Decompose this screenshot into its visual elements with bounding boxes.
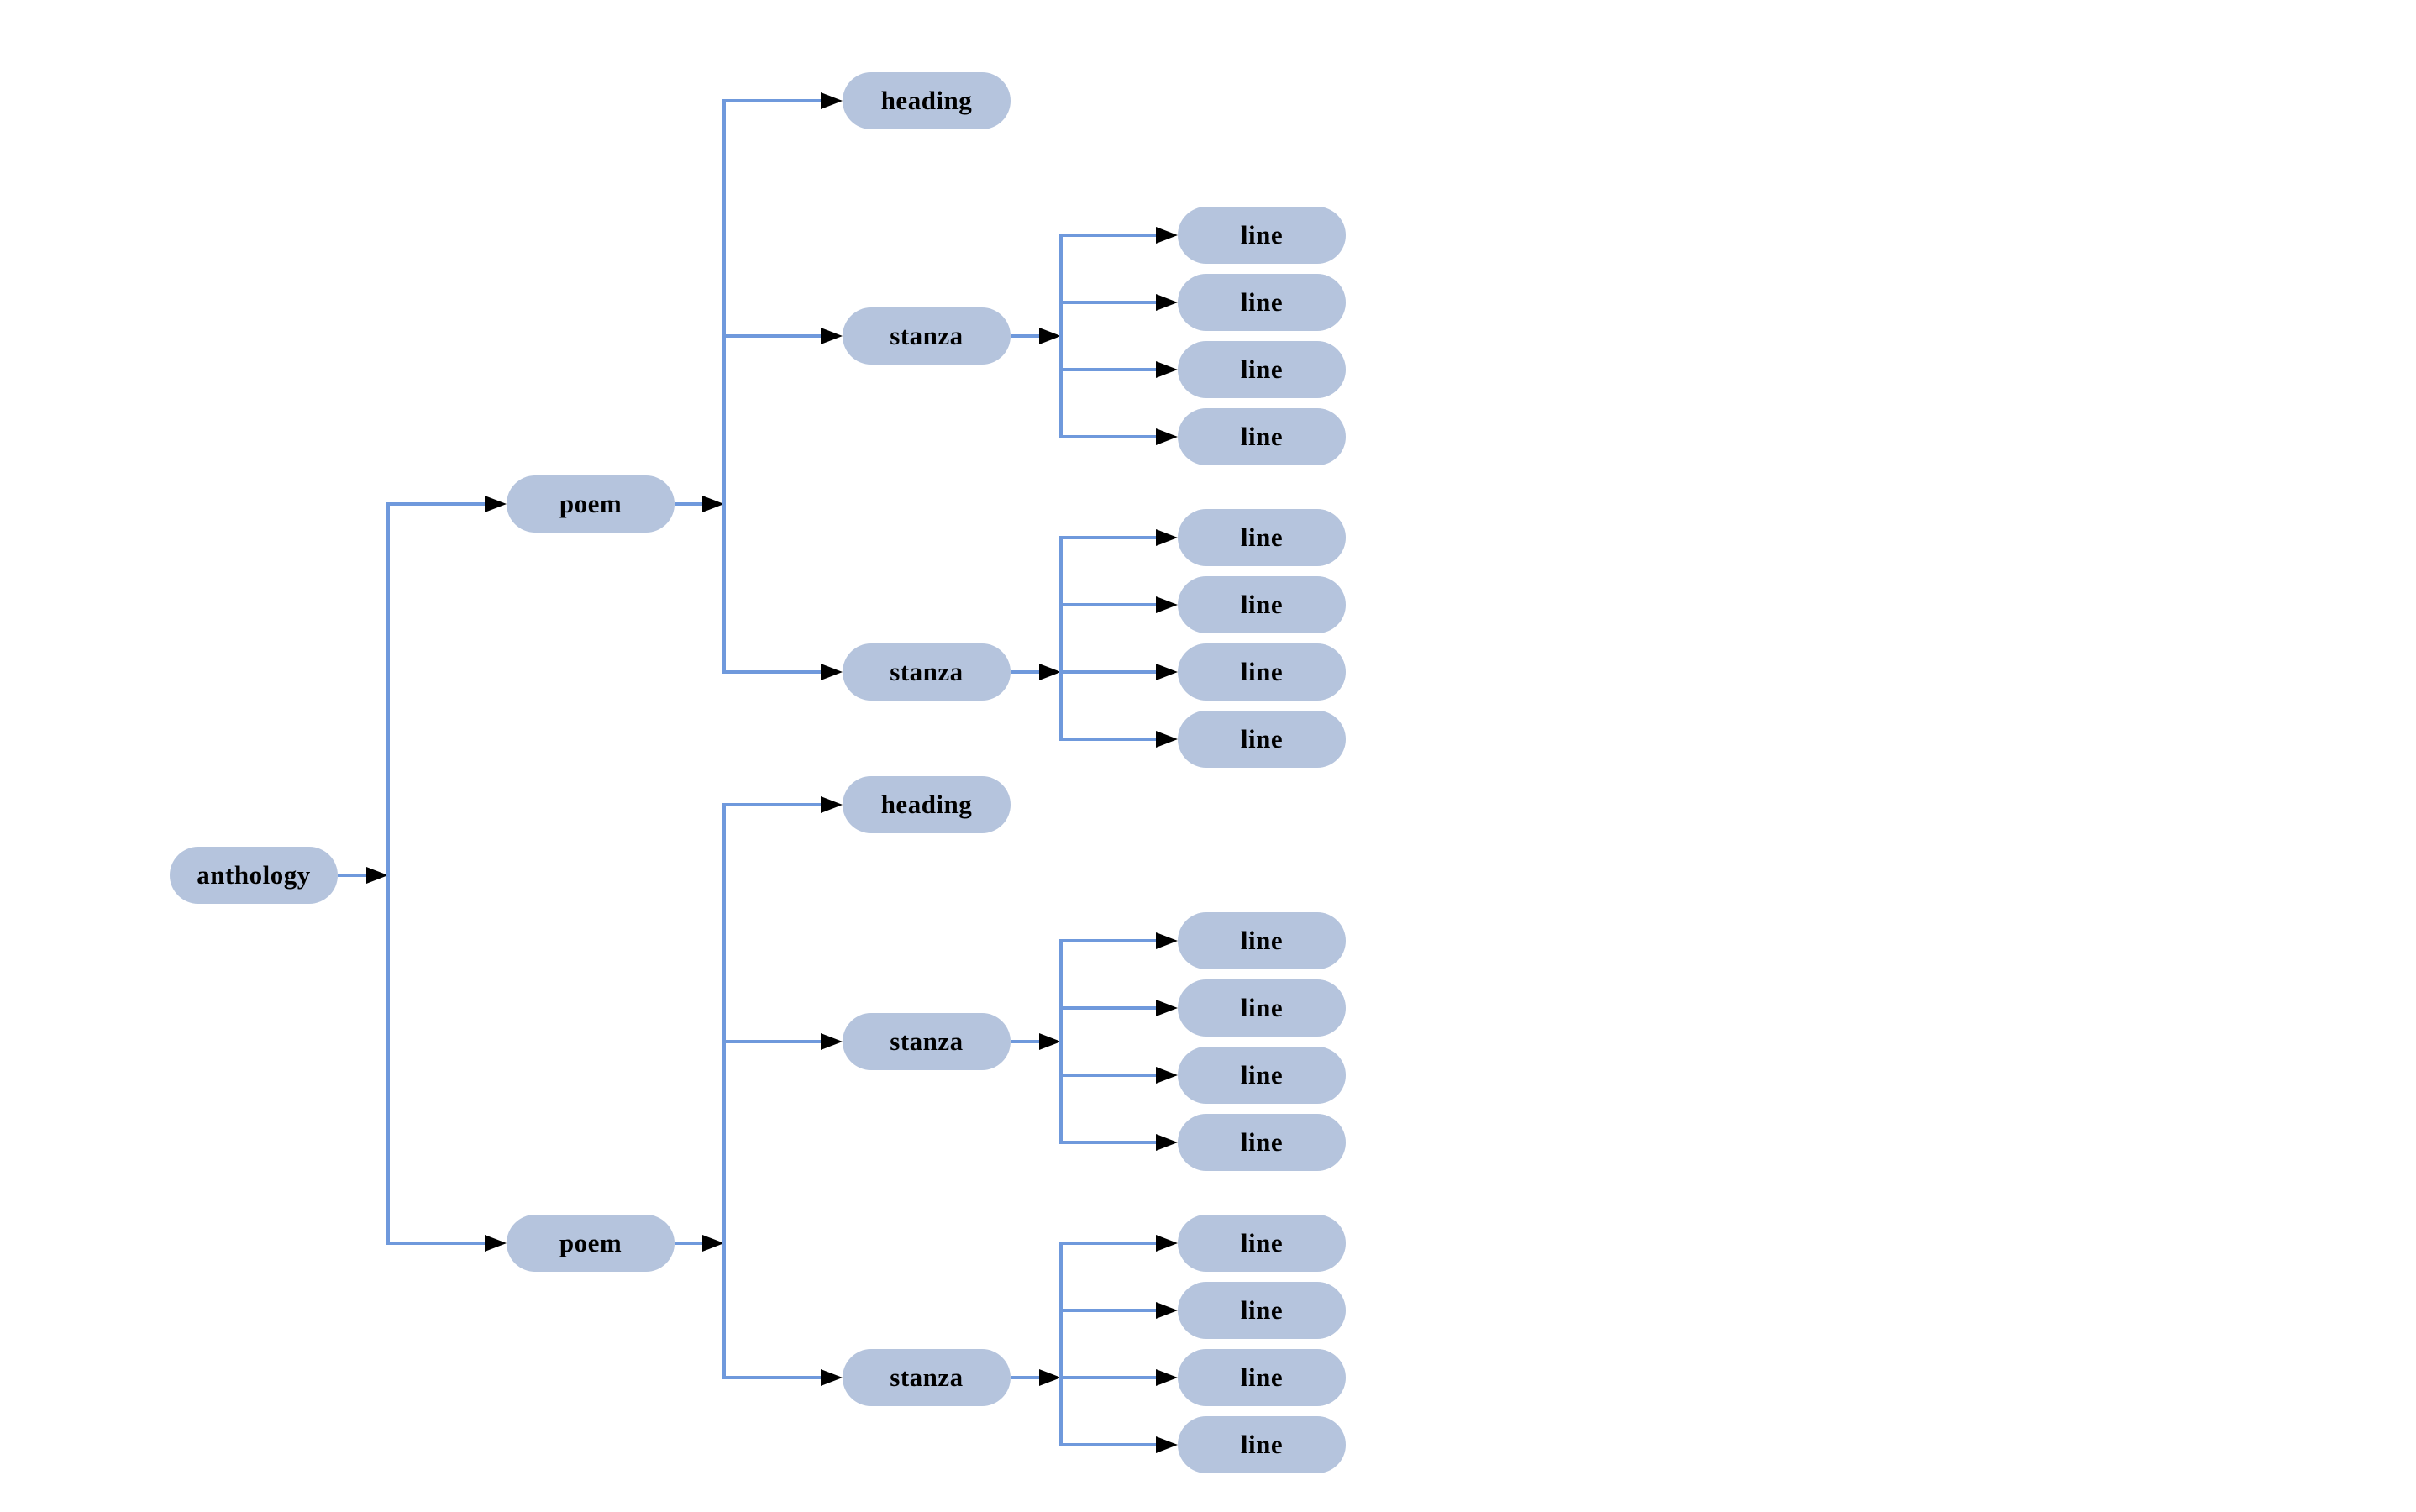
tree-node-heading2: heading	[843, 776, 1011, 833]
edge-arrowhead-icon	[1039, 1369, 1061, 1386]
edge-arrowhead-icon	[1156, 596, 1178, 613]
edge-line	[1059, 1006, 1156, 1010]
edge-line	[1059, 536, 1156, 539]
edge-line	[1059, 234, 1063, 438]
edge-arrowhead-icon	[1156, 529, 1178, 546]
tree-node-anthology: anthology	[170, 847, 338, 904]
edge-line	[1059, 1309, 1156, 1312]
tree-node-lineA4: line	[1178, 408, 1346, 465]
edge-arrowhead-icon	[1039, 664, 1061, 680]
tree-node-heading1: heading	[843, 72, 1011, 129]
edge-line	[1011, 334, 1039, 338]
edge-line	[1059, 1074, 1156, 1077]
edge-arrowhead-icon	[1156, 361, 1178, 378]
edge-arrowhead-icon	[821, 664, 843, 680]
edge-arrowhead-icon	[1039, 1033, 1061, 1050]
edge-line	[722, 803, 821, 806]
edge-arrowhead-icon	[821, 1369, 843, 1386]
edge-arrowhead-icon	[1156, 932, 1178, 949]
edge-line	[1011, 1040, 1039, 1043]
edge-arrowhead-icon	[366, 867, 388, 884]
edge-arrowhead-icon	[1156, 1000, 1178, 1016]
tree-node-lineA1: line	[1178, 207, 1346, 264]
tree-node-stanza2: stanza	[843, 643, 1011, 701]
edge-line	[1059, 1443, 1156, 1446]
edge-line	[722, 1040, 821, 1043]
edge-arrowhead-icon	[1156, 1369, 1178, 1386]
tree-node-stanza3: stanza	[843, 1013, 1011, 1070]
edge-line	[1059, 1242, 1063, 1446]
edge-line	[338, 874, 366, 877]
edge-line	[1059, 939, 1156, 942]
edge-arrowhead-icon	[1039, 328, 1061, 344]
edge-arrowhead-icon	[1156, 428, 1178, 445]
edge-line	[675, 1242, 702, 1245]
edge-line	[722, 1376, 821, 1379]
edge-arrowhead-icon	[821, 1033, 843, 1050]
edge-line	[386, 1242, 485, 1245]
edge-line	[722, 99, 821, 102]
edge-arrowhead-icon	[1156, 227, 1178, 244]
edge-line	[1059, 1242, 1156, 1245]
edge-line	[1059, 1376, 1156, 1379]
tree-node-lineC2: line	[1178, 979, 1346, 1037]
edge-arrowhead-icon	[821, 328, 843, 344]
tree-node-lineD4: line	[1178, 1416, 1346, 1473]
edge-arrowhead-icon	[1156, 1302, 1178, 1319]
edge-line	[1059, 670, 1156, 674]
tree-node-lineC4: line	[1178, 1114, 1346, 1171]
edge-line	[1059, 435, 1156, 438]
edge-line	[1059, 301, 1156, 304]
edge-arrowhead-icon	[1156, 1067, 1178, 1084]
edge-arrowhead-icon	[1156, 1436, 1178, 1453]
edge-line	[722, 99, 726, 674]
edge-arrowhead-icon	[485, 496, 507, 512]
edge-line	[722, 334, 821, 338]
edge-line	[1059, 536, 1063, 741]
tree-node-stanza4: stanza	[843, 1349, 1011, 1406]
tree-node-lineA2: line	[1178, 274, 1346, 331]
tree-node-lineD3: line	[1178, 1349, 1346, 1406]
tree-node-lineD2: line	[1178, 1282, 1346, 1339]
tree-node-lineB2: line	[1178, 576, 1346, 633]
tree-node-poem2: poem	[507, 1215, 675, 1272]
edge-arrowhead-icon	[1156, 664, 1178, 680]
tree-node-lineA3: line	[1178, 341, 1346, 398]
edge-line	[1059, 939, 1063, 1144]
tree-node-lineB4: line	[1178, 711, 1346, 768]
edge-line	[1011, 670, 1039, 674]
edge-arrowhead-icon	[1156, 294, 1178, 311]
edge-line	[1059, 368, 1156, 371]
edge-arrowhead-icon	[1156, 1134, 1178, 1151]
edge-line	[1059, 234, 1156, 237]
tree-node-lineC3: line	[1178, 1047, 1346, 1104]
edge-line	[1059, 603, 1156, 606]
edge-arrowhead-icon	[821, 92, 843, 109]
edge-line	[722, 803, 726, 1379]
tree-node-lineB3: line	[1178, 643, 1346, 701]
edge-arrowhead-icon	[821, 796, 843, 813]
tree-node-stanza1: stanza	[843, 307, 1011, 365]
edge-line	[1011, 1376, 1039, 1379]
tree-node-poem1: poem	[507, 475, 675, 533]
tree-node-lineB1: line	[1178, 509, 1346, 566]
edge-line	[722, 670, 821, 674]
tree-node-lineD1: line	[1178, 1215, 1346, 1272]
edge-line	[386, 502, 390, 1245]
edge-arrowhead-icon	[702, 1235, 724, 1252]
edge-line	[675, 502, 702, 506]
edge-line	[386, 502, 485, 506]
edge-line	[1059, 1141, 1156, 1144]
edge-arrowhead-icon	[1156, 731, 1178, 748]
tree-node-lineC1: line	[1178, 912, 1346, 969]
edge-line	[1059, 738, 1156, 741]
edge-arrowhead-icon	[1156, 1235, 1178, 1252]
edge-arrowhead-icon	[702, 496, 724, 512]
edge-arrowhead-icon	[485, 1235, 507, 1252]
